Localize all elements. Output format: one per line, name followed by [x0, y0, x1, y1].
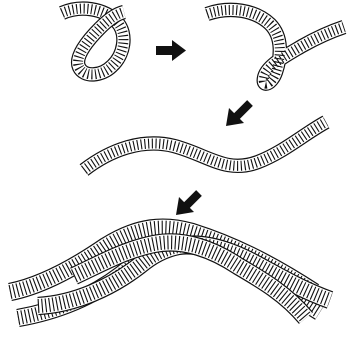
rope-braid-illustration — [10, 228, 330, 318]
arrow-right-icon — [156, 40, 186, 61]
arrow-down-left-icon — [226, 103, 250, 126]
rope-curve-illustration — [207, 10, 344, 84]
rope-wave-illustration — [84, 122, 326, 170]
rope-loop-illustration — [62, 9, 124, 75]
arrow-down-left-icon-2 — [176, 193, 199, 215]
